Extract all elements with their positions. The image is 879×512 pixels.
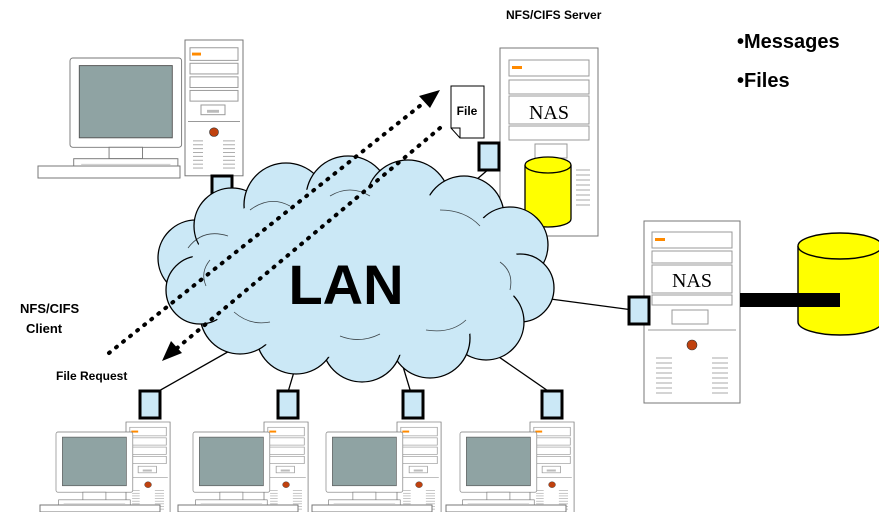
arrow-head-icon	[162, 341, 182, 361]
bullet-messages: •Messages	[737, 31, 840, 53]
disk-icon	[797, 232, 879, 336]
file-label: File	[457, 104, 478, 118]
nic-icon	[477, 141, 501, 172]
message-arrows	[107, 90, 442, 361]
workstation-bottom-4	[445, 389, 575, 512]
bullet-files: •Files	[737, 70, 790, 92]
workstation-bottom-3	[311, 389, 442, 512]
lan-label: LAN	[288, 253, 403, 316]
nas-label-right: NAS	[672, 270, 712, 292]
nic-icon	[276, 389, 300, 420]
arrow-head-icon	[419, 90, 440, 108]
lan-cloud-center	[190, 186, 520, 358]
workstation-bottom-2	[177, 389, 309, 512]
server-label: NFS/CIFS Server	[506, 8, 602, 22]
client-label-line1: NFS/CIFS	[20, 301, 80, 316]
file-request-label: File Request	[56, 369, 127, 383]
workstation-bottom-1	[39, 389, 171, 512]
nic-icon	[401, 389, 425, 420]
nas-server-right: NAS	[627, 220, 741, 404]
lan-cloud-texture	[187, 189, 512, 340]
nic-icon	[627, 295, 651, 326]
nic-icon	[138, 389, 162, 420]
file-icon: File	[450, 85, 485, 139]
client-label-line2: Client	[26, 321, 63, 336]
nas-label-top: NAS	[529, 102, 569, 124]
nic-icon	[540, 389, 564, 420]
workstation-top-left	[37, 39, 244, 205]
nas-server-top: NAS	[477, 47, 599, 237]
